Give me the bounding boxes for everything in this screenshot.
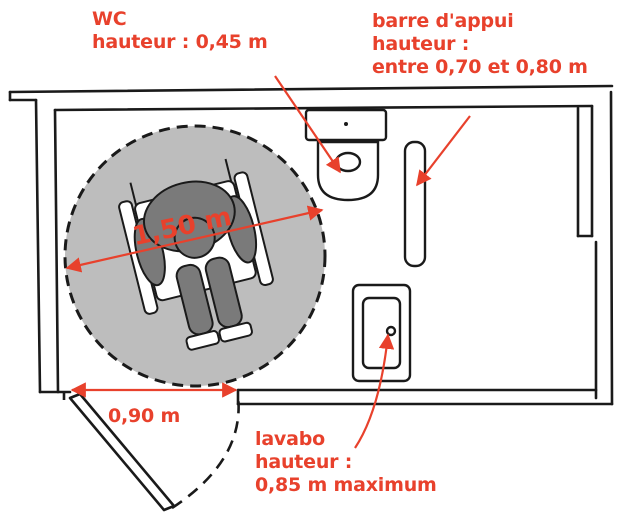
walls (8, 84, 614, 406)
top-wall-inner (53, 104, 594, 112)
sink-drain (385, 325, 397, 337)
sink-pointer-arrow (354, 333, 395, 449)
toilet (304, 108, 388, 202)
door-swing-arc (171, 395, 240, 510)
sink-label: lavabo hauteur : 0,85 m maximum (255, 428, 437, 497)
left-wall-inner (53, 108, 60, 394)
wc-pointer-arrow (274, 75, 341, 174)
grab-bar (403, 140, 427, 268)
grab-bar-label-height: hauteur : (372, 33, 470, 55)
sink-label-title: lavabo (255, 428, 325, 450)
door-width-value: 0,90 m (108, 405, 181, 427)
sink-label-height: hauteur : (255, 451, 353, 473)
grab-bar-label-range: entre 0,70 et 0,80 m (372, 56, 588, 78)
user-left-foot (185, 330, 220, 351)
wc-label-title: WC (92, 8, 127, 30)
sink-label-max: 0,85 m maximum (255, 474, 437, 496)
annotation-arrows (65, 75, 471, 449)
sink-basin (361, 296, 402, 370)
grab-bar-label-title: barre d'appui (372, 10, 514, 32)
sink (351, 283, 412, 383)
left-wall-outer (34, 98, 42, 394)
turning-diameter-arrow (65, 205, 324, 273)
wc-label-height: hauteur : 0,45 m (92, 31, 268, 53)
top-wall-outer (8, 84, 614, 94)
toilet-flush-button (344, 122, 348, 126)
wc-label: WC hauteur : 0,45 m (92, 8, 268, 54)
toilet-seat-opening (334, 151, 362, 173)
door-width-label: 0,90 m (108, 405, 180, 428)
grab-bar-label: barre d'appui hauteur : entre 0,70 et 0,… (372, 10, 588, 79)
user-right-foot (218, 321, 253, 343)
grab-bar-pointer-arrow (416, 115, 471, 187)
right-wall-outer (609, 90, 614, 406)
